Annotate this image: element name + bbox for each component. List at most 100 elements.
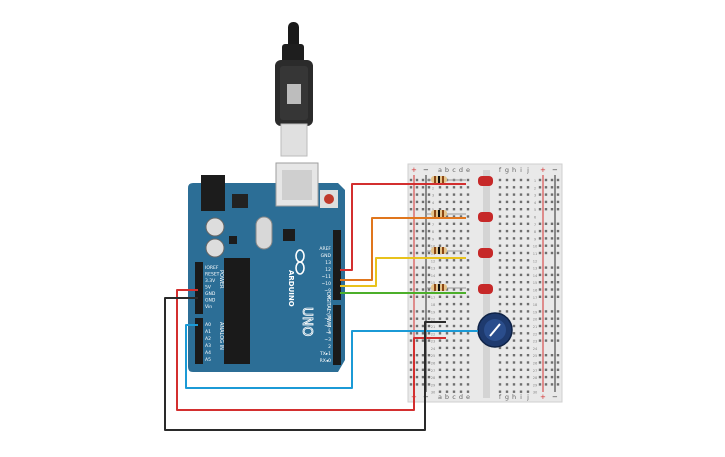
rail-hole[interactable] [544, 266, 548, 269]
breadboard-hole[interactable] [466, 200, 470, 204]
breadboard-hole[interactable] [512, 259, 516, 262]
breadboard-hole[interactable] [505, 302, 509, 306]
breadboard-hole[interactable] [505, 186, 509, 189]
rail-hole[interactable] [409, 310, 413, 313]
breadboard-hole[interactable] [498, 237, 502, 240]
breadboard-hole[interactable] [445, 310, 449, 313]
breadboard-hole[interactable] [438, 266, 442, 269]
wire-red-5v[interactable] [176, 289, 446, 411]
breadboard-hole[interactable] [445, 324, 449, 328]
breadboard-hole[interactable] [519, 295, 523, 298]
rail-hole[interactable] [544, 317, 548, 320]
rail-hole[interactable] [538, 295, 542, 298]
breadboard-hole[interactable] [505, 222, 509, 225]
rail-hole[interactable] [544, 383, 548, 386]
breadboard-hole[interactable] [452, 332, 456, 335]
breadboard-hole[interactable] [512, 368, 516, 371]
breadboard-hole[interactable] [452, 339, 456, 342]
rail-hole[interactable] [556, 332, 560, 335]
breadboard-hole[interactable] [452, 302, 456, 306]
rail-hole[interactable] [409, 324, 413, 328]
rail-hole[interactable] [538, 310, 542, 313]
breadboard-hole[interactable] [519, 244, 523, 247]
rail-hole[interactable] [427, 368, 431, 371]
breadboard-hole[interactable] [512, 237, 516, 240]
breadboard-hole[interactable] [438, 222, 442, 225]
breadboard-hole[interactable] [498, 375, 502, 379]
breadboard-hole[interactable] [519, 302, 523, 306]
rail-hole[interactable] [427, 288, 431, 291]
rail-hole[interactable] [538, 339, 542, 342]
breadboard-hole[interactable] [526, 266, 530, 269]
breadboard-hole[interactable] [466, 222, 470, 225]
rail-hole[interactable] [409, 266, 413, 269]
rail-hole[interactable] [415, 383, 419, 386]
breadboard-hole[interactable] [466, 273, 470, 277]
breadboard-hole[interactable] [466, 310, 470, 313]
breadboard-hole[interactable] [498, 390, 502, 393]
breadboard-hole[interactable] [452, 310, 456, 313]
breadboard-hole[interactable] [445, 361, 449, 364]
breadboard-hole[interactable] [526, 324, 530, 328]
rail-hole[interactable] [538, 324, 542, 328]
breadboard-hole[interactable] [512, 295, 516, 298]
breadboard-hole[interactable] [526, 368, 530, 371]
breadboard-hole[interactable] [459, 259, 463, 262]
resistor-3[interactable] [426, 247, 466, 254]
breadboard-hole[interactable] [505, 215, 509, 218]
breadboard-hole[interactable] [498, 178, 502, 182]
rail-hole[interactable] [415, 273, 419, 277]
rail-hole[interactable] [550, 375, 554, 379]
breadboard-hole[interactable] [512, 324, 516, 328]
breadboard-hole[interactable] [459, 317, 463, 320]
rail-hole[interactable] [544, 178, 548, 182]
rail-hole[interactable] [544, 361, 548, 364]
breadboard-hole[interactable] [459, 332, 463, 335]
rail-hole[interactable] [427, 295, 431, 298]
breadboard-hole[interactable] [505, 237, 509, 240]
resistor-1[interactable] [426, 176, 466, 183]
rail-hole[interactable] [415, 178, 419, 182]
breadboard-hole[interactable] [519, 215, 523, 218]
breadboard-hole[interactable] [452, 324, 456, 328]
rail-hole[interactable] [538, 273, 542, 277]
rail-hole[interactable] [550, 266, 554, 269]
breadboard-hole[interactable] [498, 310, 502, 313]
breadboard-hole[interactable] [459, 281, 463, 284]
breadboard-hole[interactable] [445, 273, 449, 277]
wire-black-gnd[interactable] [164, 297, 446, 431]
rail-hole[interactable] [421, 288, 425, 291]
rail-hole[interactable] [421, 222, 425, 225]
rail-hole[interactable] [427, 281, 431, 284]
breadboard-hole[interactable] [498, 193, 502, 196]
breadboard-hole[interactable] [459, 273, 463, 277]
breadboard-hole[interactable] [445, 332, 449, 335]
breadboard-hole[interactable] [519, 200, 523, 204]
rail-hole[interactable] [550, 193, 554, 196]
rail-hole[interactable] [556, 383, 560, 386]
breadboard-hole[interactable] [438, 390, 442, 393]
rail-hole[interactable] [415, 361, 419, 364]
rail-hole[interactable] [415, 332, 419, 335]
rail-hole[interactable] [556, 295, 560, 298]
rail-hole[interactable] [409, 295, 413, 298]
rail-hole[interactable] [421, 324, 425, 328]
breadboard-hole[interactable] [445, 237, 449, 240]
rail-hole[interactable] [415, 339, 419, 342]
rail-hole[interactable] [538, 222, 542, 225]
breadboard-hole[interactable] [519, 361, 523, 364]
resistor-4[interactable] [426, 284, 466, 291]
rail-hole[interactable] [415, 266, 419, 269]
breadboard-hole[interactable] [452, 215, 456, 218]
rail-hole[interactable] [415, 222, 419, 225]
breadboard-hole[interactable] [445, 281, 449, 284]
breadboard-hole[interactable] [526, 383, 530, 386]
rail-hole[interactable] [544, 354, 548, 357]
leds[interactable] [478, 176, 493, 294]
breadboard-hole[interactable] [445, 375, 449, 379]
rail-hole[interactable] [421, 244, 425, 247]
breadboard-hole[interactable] [466, 375, 470, 379]
rail-hole[interactable] [427, 251, 431, 255]
breadboard-hole[interactable] [466, 251, 470, 255]
